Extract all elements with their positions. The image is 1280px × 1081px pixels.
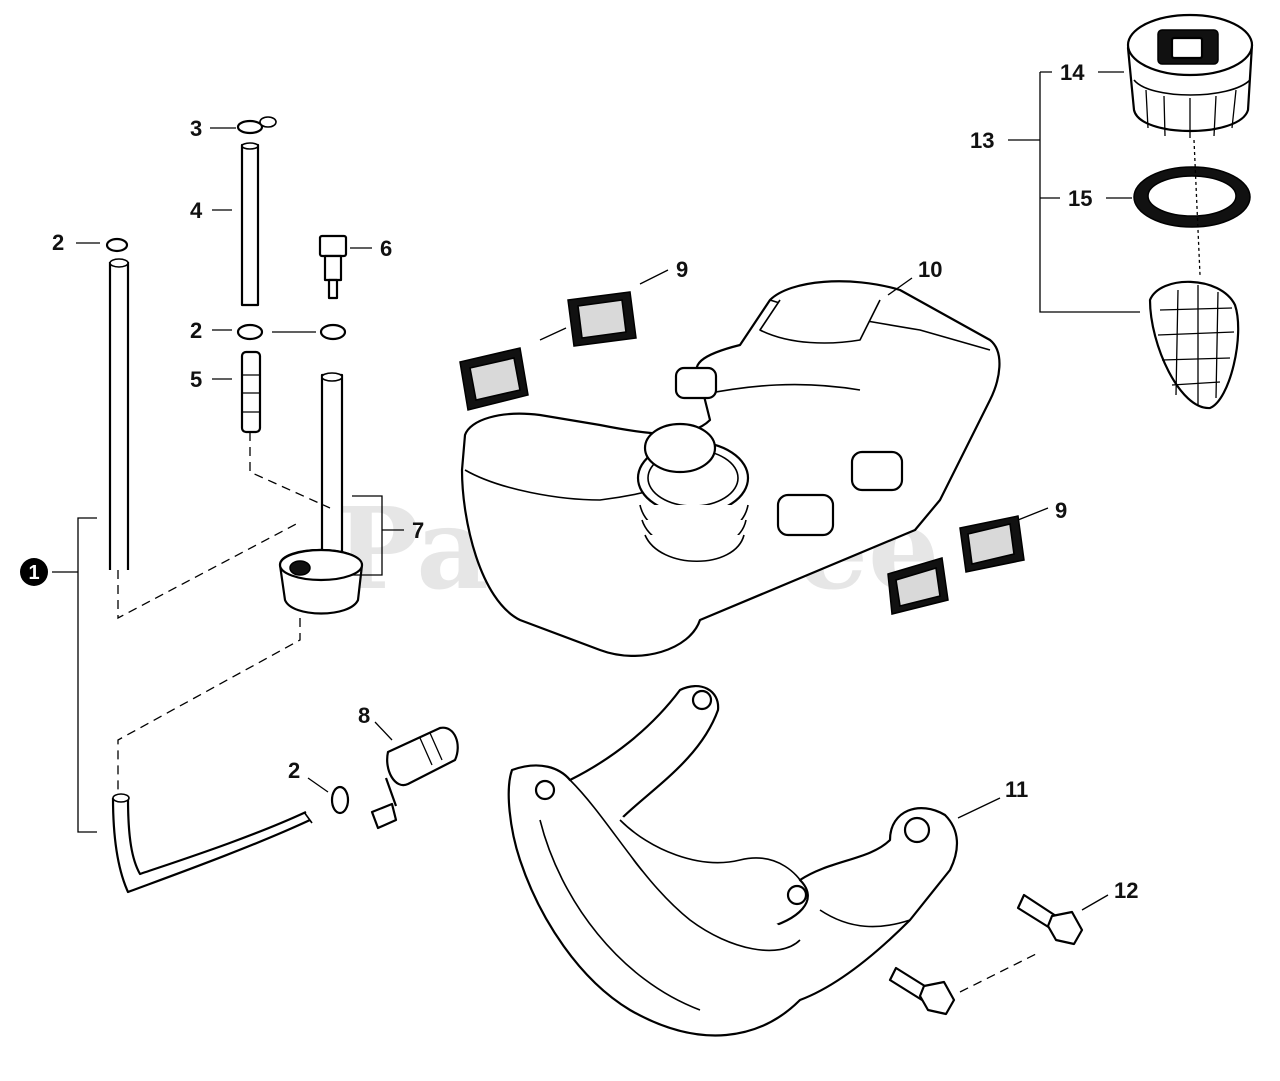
part-9-grommets-bottom[interactable]: [887, 515, 1025, 615]
part-12-bolts[interactable]: [888, 893, 1084, 1016]
callout-2a: 2: [52, 230, 64, 255]
callout-14: 14: [1060, 60, 1085, 85]
callout-8: 8: [358, 703, 370, 728]
callout-1: 1: [28, 562, 39, 584]
tether-chain: [1193, 139, 1201, 276]
part-6-fitting[interactable]: [318, 234, 348, 300]
callout-6: 6: [380, 236, 392, 261]
part-5-connector[interactable]: [240, 350, 262, 434]
part-15-gasket[interactable]: [1133, 166, 1251, 228]
part-1-fuel-line-kit[interactable]: [108, 258, 313, 894]
callout-13: 13: [970, 128, 994, 153]
callout-2b: 2: [190, 318, 202, 343]
part-4-tube[interactable]: [240, 142, 260, 307]
part-11-tank-bracket[interactable]: [507, 685, 958, 1037]
callout-9a: 9: [676, 257, 688, 282]
part-9-grommets-top[interactable]: [459, 291, 637, 411]
callout-10: 10: [918, 257, 942, 282]
callout-15: 15: [1068, 186, 1092, 211]
callout-9b: 9: [1055, 498, 1067, 523]
cap-retainer[interactable]: [1148, 280, 1240, 410]
part-7-grommet-tube[interactable]: [278, 372, 364, 615]
bracket-13: [1008, 71, 1140, 313]
callout-11: 11: [1005, 777, 1028, 802]
part-2-clip-middle[interactable]: [236, 323, 347, 341]
callout-3: 3: [190, 116, 202, 141]
part-8-fuel-filter[interactable]: [370, 726, 459, 830]
bracket-1: [52, 517, 97, 833]
callout-1-badge: [20, 558, 48, 586]
part-2-clip-bottom[interactable]: [330, 785, 350, 815]
part-2-clip-top[interactable]: [105, 237, 129, 253]
part-3-ring[interactable]: [236, 116, 277, 135]
callout-12: 12: [1114, 878, 1138, 903]
callout-5: 5: [190, 367, 202, 392]
callout-7: 7: [412, 518, 424, 543]
callout-4: 4: [190, 198, 203, 223]
part-10-fuel-tank[interactable]: [460, 280, 1001, 657]
callout-2c: 2: [288, 758, 300, 783]
part-14-fuel-cap[interactable]: [1126, 13, 1254, 138]
